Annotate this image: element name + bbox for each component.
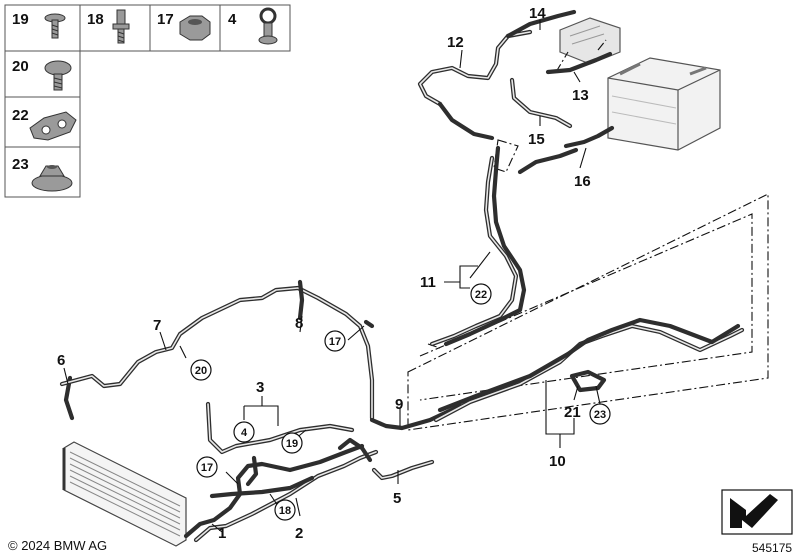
svg-text:17: 17 xyxy=(329,336,341,348)
condenser-icon xyxy=(62,441,187,547)
callout-5: 5 xyxy=(393,490,401,507)
battery-icon xyxy=(607,57,721,151)
parts-table-number: 19 xyxy=(12,11,29,28)
svg-text:20: 20 xyxy=(195,365,207,377)
parts-table: 19 18 17 4 20 22 xyxy=(4,4,291,198)
pipe-holder-icon xyxy=(29,111,77,141)
callout-20: 20 xyxy=(190,359,212,381)
callout-11: 11 xyxy=(420,274,436,291)
callout-2: 2 xyxy=(295,525,303,542)
flange-screw-icon xyxy=(44,60,72,91)
svg-text:17: 17 xyxy=(201,462,213,474)
callout-7: 7 xyxy=(153,317,161,334)
callout-17: 17 xyxy=(196,456,218,478)
callout-19: 19 xyxy=(281,432,303,454)
svg-text:23: 23 xyxy=(594,409,606,421)
callout-10: 10 xyxy=(549,453,566,470)
callout-14: 14 xyxy=(529,5,546,22)
leader-lines xyxy=(63,20,601,533)
callout-6: 6 xyxy=(57,352,65,369)
copyright-text: © 2024 BMW AG xyxy=(8,538,108,553)
screw-icon xyxy=(44,13,66,39)
callout-22: 22 xyxy=(470,283,492,305)
stud-bolt-icon xyxy=(112,9,130,44)
callout-15: 15 xyxy=(528,131,545,148)
reference-number: 545175 xyxy=(752,541,793,555)
callout-9: 9 xyxy=(395,396,403,413)
callout-16: 16 xyxy=(574,173,591,190)
coolant-reservoir xyxy=(559,17,621,65)
svg-text:22: 22 xyxy=(475,289,487,301)
callout-21: 21 xyxy=(564,404,581,421)
navigation-arrow-icon[interactable] xyxy=(721,489,793,535)
parts-table-number: 22 xyxy=(12,107,29,124)
callout-17: 17 xyxy=(324,330,346,352)
callout-13: 13 xyxy=(572,87,589,104)
callout-18: 18 xyxy=(274,499,296,521)
svg-text:18: 18 xyxy=(279,505,291,517)
collar-nut-icon xyxy=(31,165,73,192)
callout-23: 23 xyxy=(589,403,611,425)
parts-table-number: 4 xyxy=(228,11,237,28)
ring-clamp-icon xyxy=(258,7,278,45)
parts-table-number: 23 xyxy=(12,156,29,173)
callout-1: 1 xyxy=(218,525,226,542)
parts-table-number: 17 xyxy=(157,11,174,28)
svg-text:19: 19 xyxy=(286,438,298,450)
parts-table-number: 18 xyxy=(87,11,104,28)
hex-nut-icon xyxy=(179,15,211,41)
svg-text:4: 4 xyxy=(241,427,248,439)
callout-8: 8 xyxy=(295,315,303,332)
callout-4: 4 xyxy=(233,421,255,443)
callout-12: 12 xyxy=(447,34,464,51)
parts-table-number: 20 xyxy=(12,58,29,75)
callout-3: 3 xyxy=(256,379,264,396)
